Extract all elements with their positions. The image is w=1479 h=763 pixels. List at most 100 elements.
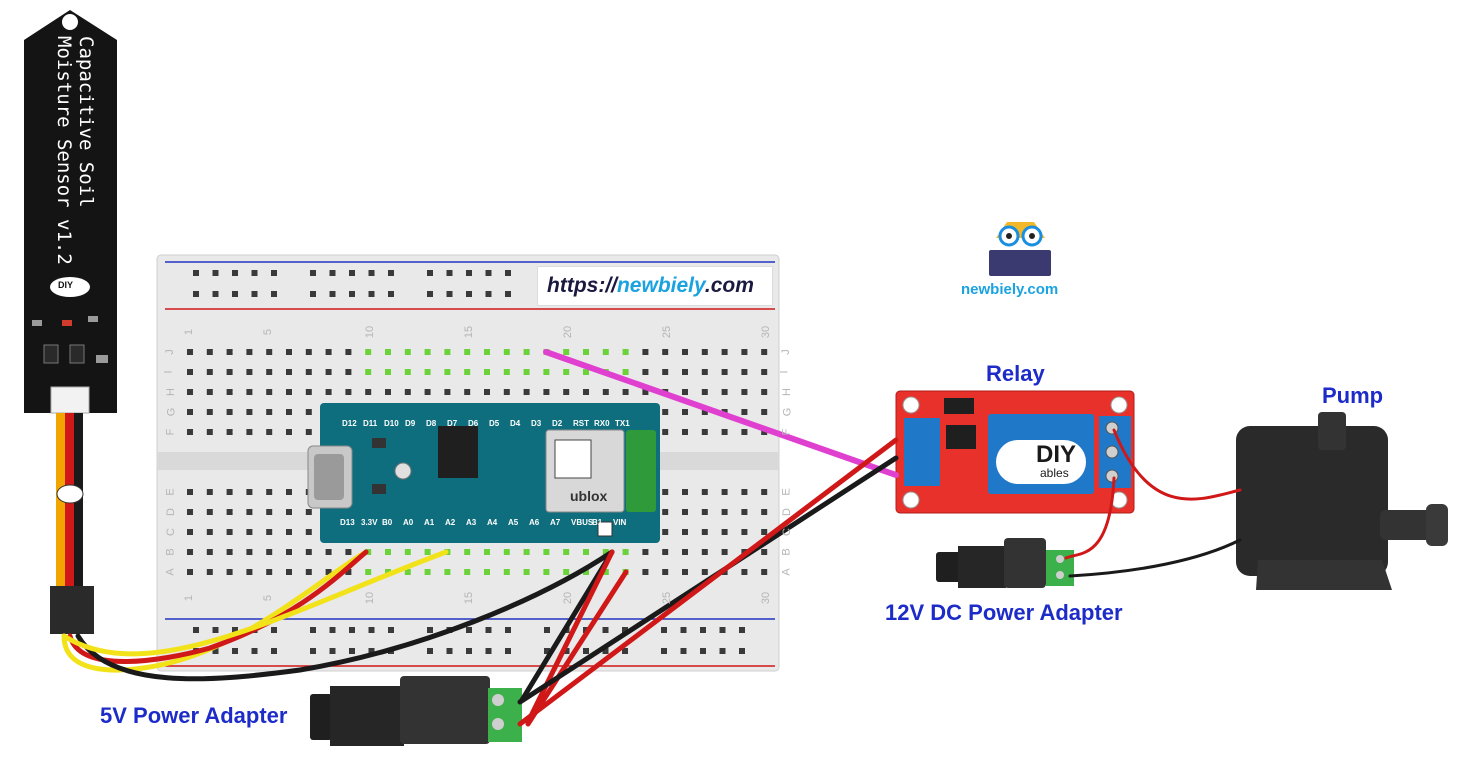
row-letter: E: [164, 488, 177, 496]
board-pin-label: A6: [529, 518, 540, 527]
column-number: 5: [262, 594, 275, 602]
breadboard-hole: [701, 389, 708, 395]
breadboard-hole: [701, 369, 708, 375]
breadboard-hole: [404, 569, 411, 575]
breadboard-hole: [485, 627, 492, 633]
breadboard-hole: [206, 349, 213, 355]
breadboard-hole: [286, 549, 292, 555]
breadboard-hole: [662, 569, 669, 575]
breadboard-hole: [761, 509, 768, 515]
breadboard-hole: [583, 369, 589, 375]
breadboard-hole: [622, 389, 629, 395]
breadboard-hole: [680, 627, 687, 633]
board-pin-label: D7: [447, 419, 458, 428]
breadboard-hole: [741, 569, 748, 575]
breadboard-hole: [464, 549, 471, 555]
relay-logo-sub: ables: [1040, 466, 1069, 480]
column-number: 1: [183, 328, 196, 336]
board-pin-label: D6: [468, 419, 479, 428]
breadboard-hole: [642, 349, 649, 355]
breadboard-hole: [251, 270, 258, 276]
breadboard-hole: [662, 349, 669, 355]
breadboard-hole: [682, 489, 688, 495]
board-pin-label: A5: [508, 518, 519, 527]
dc-adapter-12v: [936, 538, 1074, 588]
breadboard-hole: [266, 429, 273, 435]
breadboard-hole: [505, 648, 511, 654]
row-letter: D: [164, 508, 177, 516]
column-number: 30: [760, 325, 773, 339]
breadboard-hole: [424, 389, 431, 395]
breadboard-hole: [761, 489, 768, 495]
breadboard-hole: [662, 509, 669, 515]
breadboard-hole: [563, 569, 570, 575]
row-letter: A: [780, 568, 793, 576]
breadboard-hole: [464, 389, 471, 395]
newbiely-owl-logo: [989, 222, 1051, 276]
wires: [61, 349, 1242, 727]
breadboard-hole: [329, 648, 336, 654]
breadboard-hole: [662, 429, 669, 435]
sensor-logo: DIY: [58, 280, 74, 290]
row-letter: G: [781, 407, 794, 417]
breadboard-hole: [563, 369, 570, 375]
breadboard-hole: [271, 270, 277, 276]
breadboard-hole: [721, 349, 728, 355]
row-letter: J: [779, 349, 792, 355]
board-pin-label: D12: [342, 419, 357, 428]
breadboard-hole: [721, 429, 728, 435]
breadboard-hole: [246, 569, 253, 575]
url-box: https://newbiely.com: [537, 266, 773, 306]
breadboard-hole: [206, 369, 213, 375]
breadboard-hole: [345, 349, 352, 355]
board-pin-label: D10: [384, 419, 399, 428]
breadboard-hole: [602, 569, 609, 575]
breadboard-hole: [761, 549, 768, 555]
breadboard-hole: [187, 569, 193, 575]
sensor-title-line2: Moisture Sensor v1.2: [53, 36, 75, 265]
breadboard-hole: [680, 648, 687, 654]
breadboard-hole: [503, 389, 510, 395]
row-letter: A: [164, 568, 177, 576]
breadboard-hole: [305, 529, 312, 535]
breadboard-hole: [193, 627, 199, 633]
dc-adapter-5v: [310, 676, 522, 746]
breadboard-hole: [543, 549, 550, 555]
breadboard-hole: [368, 627, 375, 633]
breadboard-hole: [484, 569, 490, 575]
board-pin-label: 3.3V: [361, 518, 378, 527]
breadboard-hole: [602, 648, 609, 654]
column-number: 10: [364, 325, 377, 339]
breadboard-hole: [345, 389, 352, 395]
breadboard-hole: [761, 429, 768, 435]
breadboard-hole: [325, 569, 332, 575]
relay-logo: DIY: [1036, 441, 1077, 468]
breadboard-hole: [701, 529, 708, 535]
breadboard-hole: [523, 569, 530, 575]
breadboard-hole: [212, 291, 219, 297]
breadboard-hole: [682, 369, 688, 375]
breadboard-hole: [310, 627, 316, 633]
breadboard-hole: [446, 648, 453, 654]
breadboard-hole: [543, 389, 550, 395]
breadboard-hole: [464, 349, 471, 355]
url-prefix: https://: [547, 274, 617, 297]
breadboard-hole: [286, 349, 292, 355]
board-pin-label: D13: [340, 518, 355, 527]
breadboard-hole: [661, 648, 667, 654]
breadboard-hole: [466, 627, 472, 633]
breadboard-hole: [246, 489, 253, 495]
breadboard-hole: [682, 549, 688, 555]
breadboard-hole: [682, 409, 688, 415]
breadboard-hole: [388, 291, 394, 297]
breadboard-hole: [385, 369, 391, 375]
breadboard-hole: [187, 349, 193, 355]
breadboard-hole: [305, 349, 312, 355]
breadboard-hole: [349, 648, 355, 654]
breadboard-hole: [741, 369, 748, 375]
breadboard-hole: [365, 569, 372, 575]
breadboard-hole: [741, 389, 748, 395]
breadboard-hole: [206, 509, 213, 515]
breadboard-hole: [187, 409, 193, 415]
